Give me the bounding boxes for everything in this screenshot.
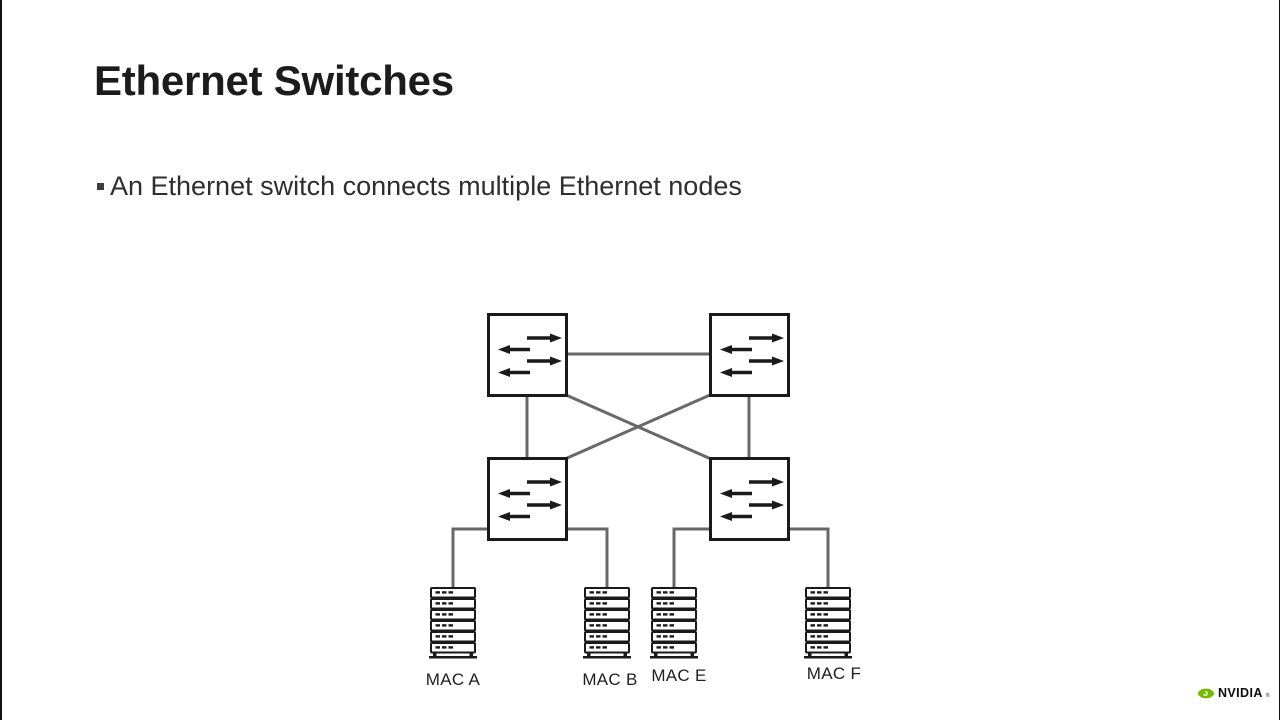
server-icon-mac-e xyxy=(649,587,699,660)
link-bottomright-macf xyxy=(789,527,830,590)
slide-right-border xyxy=(1278,0,1280,720)
nvidia-eye-icon xyxy=(1197,688,1215,698)
nvidia-logo: NVIDIA ® xyxy=(1197,686,1269,700)
link-bottomright-mace xyxy=(672,527,709,590)
switch-links xyxy=(451,352,830,590)
link-bottomleft-maca xyxy=(451,527,487,590)
link-topright-bottomleft xyxy=(564,393,711,461)
bullet-text: An Ethernet switch connects multiple Eth… xyxy=(110,171,742,201)
page-title: Ethernet Switches xyxy=(94,57,454,104)
link-bottomleft-macb xyxy=(568,527,609,590)
node-label-mac-b: MAC B xyxy=(582,670,638,689)
network-diagram: MAC A MAC B MAC E MAC F xyxy=(420,300,880,700)
switch-icon-bottom-right xyxy=(708,456,791,542)
node-label-mac-e: MAC E xyxy=(651,666,707,685)
server-icon-mac-b xyxy=(582,587,632,660)
network-diagram-canvas xyxy=(428,312,853,660)
node-label-mac-f: MAC F xyxy=(806,664,862,683)
server-icon-mac-f xyxy=(803,587,853,660)
node-label-mac-a: MAC A xyxy=(425,670,481,689)
switch-icon-top-right xyxy=(708,312,791,398)
bullet-square-icon xyxy=(97,183,104,190)
bullet-item: An Ethernet switch connects multiple Eth… xyxy=(97,171,742,202)
nvidia-logo-text: NVIDIA xyxy=(1218,686,1263,700)
slide-left-border xyxy=(0,0,2,720)
server-icon-mac-a xyxy=(428,587,478,660)
switch-icon-top-left xyxy=(486,312,569,398)
nvidia-logo-reg-mark: ® xyxy=(1265,693,1270,699)
switch-icon-bottom-left xyxy=(486,456,569,542)
